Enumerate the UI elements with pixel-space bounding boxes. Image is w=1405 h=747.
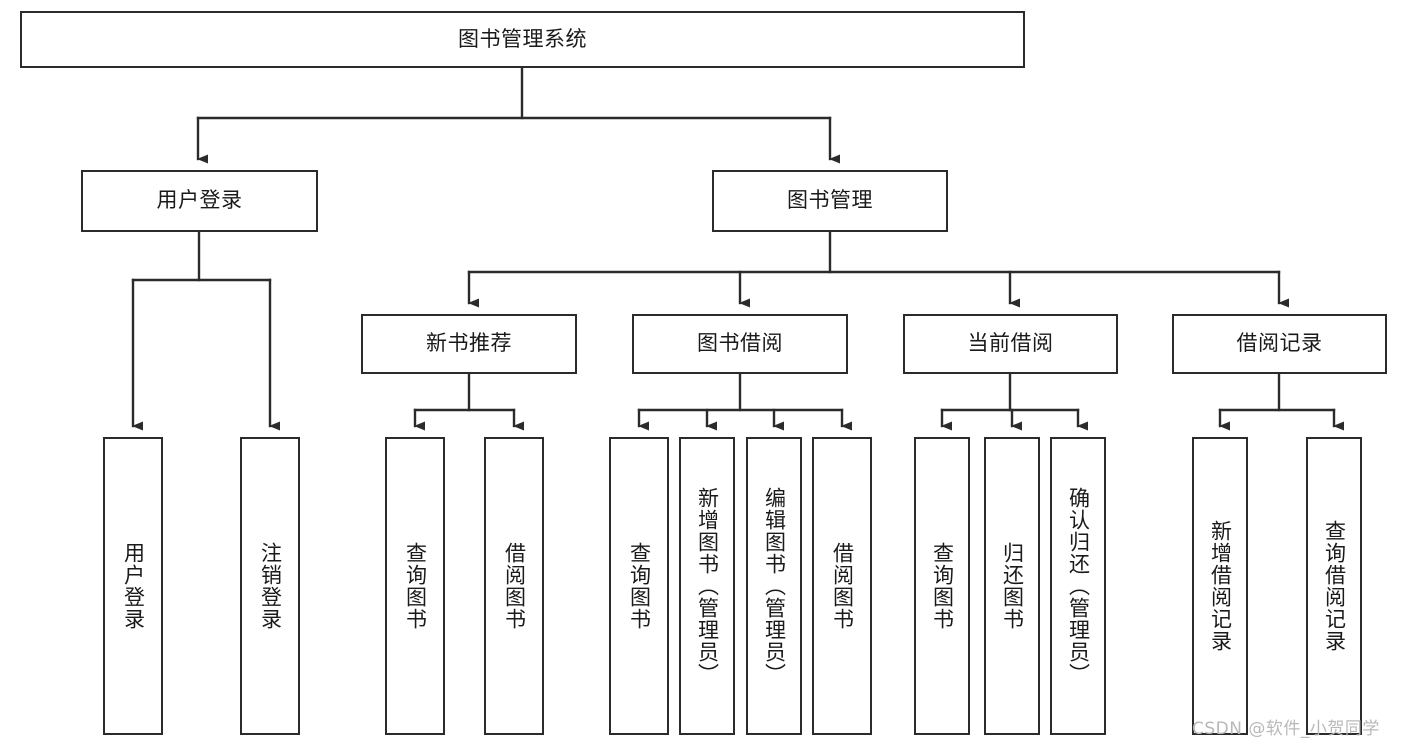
leaf-node-label: 编辑图书（管理员） [762, 487, 787, 685]
leaf-node-box-11[interactable]: 新增借阅记录 [1192, 437, 1248, 735]
level3-node-label: 图书借阅 [697, 331, 783, 356]
level3-node-box-2[interactable]: 当前借阅 [903, 314, 1118, 374]
edges-group [131, 66, 1344, 431]
root-node-box-0[interactable]: 图书管理系统 [20, 11, 1025, 68]
leaf-node-box-3[interactable]: 借阅图书 [484, 437, 544, 735]
level2-node-label: 图书管理 [787, 188, 873, 213]
leaf-node-label: 查询图书 [403, 542, 428, 630]
leaf-node-box-6[interactable]: 编辑图书（管理员） [746, 437, 802, 735]
level3-node-label: 借阅记录 [1236, 331, 1323, 356]
leaf-node-box-8[interactable]: 查询图书 [914, 437, 970, 735]
level3-node-label: 新书推荐 [426, 331, 512, 356]
leaf-node-label: 新增图书（管理员） [695, 487, 720, 685]
leaf-node-label: 确认归还（管理员） [1066, 487, 1091, 685]
leaf-node-label: 借阅图书 [830, 542, 855, 630]
leaf-node-label: 归还图书 [1000, 542, 1025, 630]
level2-node-label: 用户登录 [156, 188, 243, 213]
level3-node-box-3[interactable]: 借阅记录 [1172, 314, 1387, 374]
leaf-node-box-12[interactable]: 查询借阅记录 [1306, 437, 1362, 735]
leaf-node-box-0[interactable]: 用户登录 [103, 437, 163, 735]
csdn-watermark: CSDN @软件_小贺同学 [1192, 719, 1380, 739]
leaf-node-box-4[interactable]: 查询图书 [609, 437, 669, 735]
leaf-node-box-10[interactable]: 确认归还（管理员） [1050, 437, 1106, 735]
leaf-node-box-9[interactable]: 归还图书 [984, 437, 1040, 735]
leaf-node-label: 查询借阅记录 [1322, 520, 1347, 652]
leaf-node-label: 查询图书 [627, 542, 652, 630]
leaf-node-box-5[interactable]: 新增图书（管理员） [679, 437, 735, 735]
leaf-node-box-1[interactable]: 注销登录 [240, 437, 300, 735]
level2-node-box-0[interactable]: 用户登录 [81, 170, 318, 232]
level3-node-label: 当前借阅 [967, 331, 1054, 356]
level3-node-box-0[interactable]: 新书推荐 [361, 314, 577, 374]
leaf-node-label: 新增借阅记录 [1208, 520, 1233, 652]
level2-node-box-1[interactable]: 图书管理 [712, 170, 948, 232]
leaf-node-label: 查询图书 [930, 542, 955, 630]
leaf-node-box-2[interactable]: 查询图书 [385, 437, 445, 735]
level3-node-box-1[interactable]: 图书借阅 [632, 314, 848, 374]
leaf-node-label: 用户登录 [121, 542, 146, 630]
leaf-node-label: 注销登录 [258, 542, 283, 630]
root-node-label: 图书管理系统 [458, 26, 587, 51]
leaf-node-label: 借阅图书 [502, 542, 527, 630]
leaf-node-box-7[interactable]: 借阅图书 [812, 437, 872, 735]
